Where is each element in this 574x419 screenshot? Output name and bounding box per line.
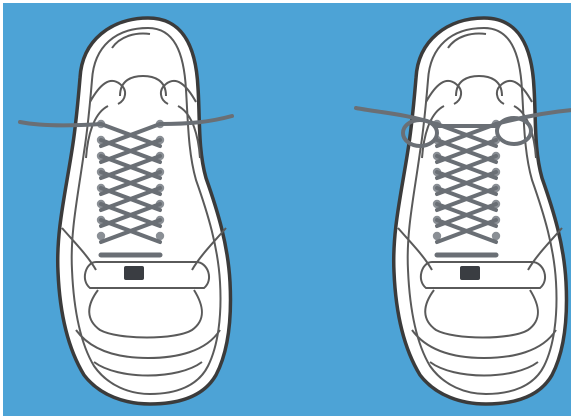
shoe-left bbox=[20, 18, 232, 404]
shoe-right bbox=[356, 18, 572, 404]
lace-tag bbox=[124, 266, 144, 280]
lace-tag bbox=[460, 266, 480, 280]
